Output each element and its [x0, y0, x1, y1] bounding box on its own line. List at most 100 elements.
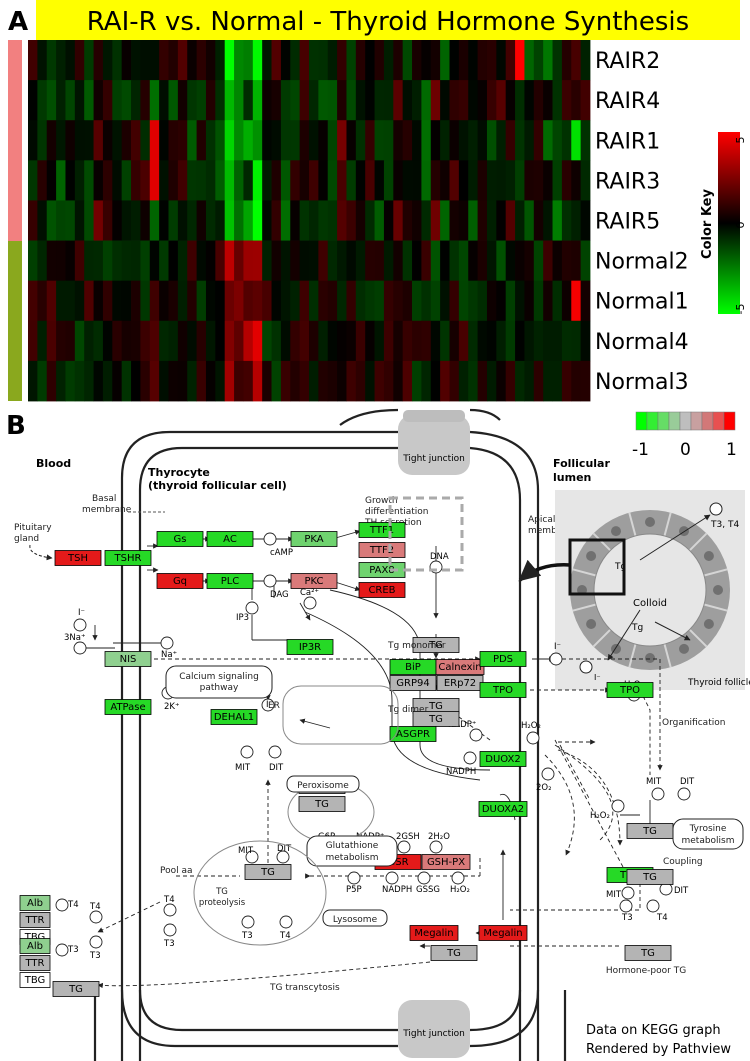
- compound-gsh: [397, 840, 411, 854]
- svg-text:pathway: pathway: [200, 683, 239, 693]
- compound-iodide: [549, 652, 563, 666]
- compound-label: T3: [621, 913, 633, 923]
- compound-label: MIT: [606, 890, 622, 900]
- compound-label: DIT: [680, 777, 695, 787]
- compound-label: T4: [89, 902, 101, 912]
- group-bar-normal: [8, 241, 22, 401]
- gene-plc: PLC: [206, 573, 254, 589]
- compound-mit: [621, 886, 635, 900]
- svg-text:Tg dimer: Tg dimer: [387, 705, 429, 715]
- title-banner: [36, 0, 740, 40]
- svg-text:TTR: TTR: [25, 915, 45, 926]
- svg-text:DUOXA2: DUOXA2: [482, 804, 524, 815]
- svg-text:membrane: membrane: [528, 526, 578, 536]
- heatmap: [28, 40, 591, 402]
- compound-label: 3Na⁺: [64, 633, 85, 643]
- svg-text:TG: TG: [642, 872, 657, 883]
- svg-text:TG: TG: [428, 640, 443, 651]
- svg-text:Gs: Gs: [174, 534, 187, 545]
- svg-text:Tyrosine: Tyrosine: [689, 824, 727, 834]
- svg-text:ASGPR: ASGPR: [396, 729, 430, 740]
- compound-dit: [268, 745, 282, 759]
- svg-text:TG: TG: [260, 867, 275, 878]
- compound-label: T3: [67, 945, 79, 955]
- svg-text:GRP94: GRP94: [396, 678, 429, 689]
- svg-text:TG: TG: [642, 826, 657, 837]
- row-label-rair5: RAIR5: [595, 210, 660, 235]
- gene-calnexin: Calnexin: [435, 659, 485, 675]
- svg-text:IP3R: IP3R: [299, 642, 321, 653]
- compound-label: I⁻: [78, 608, 85, 618]
- svg-text:metabolism: metabolism: [325, 853, 378, 863]
- svg-text:Tight junction: Tight junction: [402, 1029, 465, 1039]
- gene-erp72: ERp72: [436, 675, 484, 691]
- compound-label: IP3: [236, 613, 249, 623]
- svg-text:Pool aa: Pool aa: [160, 866, 193, 876]
- svg-text:TG: TG: [446, 948, 461, 959]
- gene-nis: NIS: [104, 651, 152, 667]
- compound-label: NADPH: [446, 767, 476, 777]
- compound-label: MIT: [238, 846, 254, 856]
- svg-text:gland: gland: [14, 534, 39, 544]
- pathway-ovals: Calcium signaling pathway ER Peroxisome …: [165, 496, 744, 946]
- gene-tg: TG: [52, 981, 100, 997]
- svg-text:TG: TG: [428, 714, 443, 725]
- gene-tg: TG: [244, 864, 292, 880]
- svg-text:PKA: PKA: [304, 534, 323, 545]
- gene-pds: PDS: [479, 651, 527, 667]
- gene-gq: Gq: [156, 573, 204, 589]
- svg-text:TSH: TSH: [67, 553, 88, 564]
- gene-bip: BiP: [389, 659, 437, 675]
- gene-pax8: PAX8: [358, 562, 406, 578]
- svg-text:Tg monomer: Tg monomer: [387, 641, 446, 651]
- tyrosine-box: [672, 818, 744, 850]
- compound-label: P5P: [346, 885, 362, 895]
- compound-h2o2: [451, 871, 465, 885]
- compound-label: cAMP: [270, 548, 293, 558]
- svg-text:TBG: TBG: [24, 975, 46, 986]
- row-label-rair4: RAIR4: [595, 89, 660, 114]
- panel-b-label: B: [6, 411, 26, 441]
- svg-text:Calcium signaling: Calcium signaling: [179, 672, 259, 682]
- gene-ip3r: IP3R: [286, 639, 334, 655]
- gene-ac: AC: [206, 531, 254, 547]
- compound-ip3: [245, 601, 259, 615]
- compound-iodide: [73, 618, 87, 632]
- svg-text:ATPase: ATPase: [110, 702, 145, 713]
- gene-ttr: TTR: [19, 955, 51, 971]
- compound-t3: [241, 915, 255, 929]
- compound-label: NADPH: [382, 885, 412, 895]
- svg-text:GSH-PX: GSH-PX: [427, 857, 465, 868]
- svg-text:Coupling: Coupling: [663, 857, 703, 867]
- compound-dag: [263, 574, 277, 588]
- svg-text:Glutathione: Glutathione: [326, 841, 379, 851]
- svg-text:TSHR: TSHR: [114, 553, 142, 564]
- region-thyrocyte-sub: (thyroid follicular cell): [148, 479, 287, 492]
- svg-text:TPO: TPO: [619, 685, 640, 696]
- svg-text:Alb: Alb: [27, 898, 43, 909]
- gene-tg: TG: [430, 945, 478, 961]
- svg-text:metabolism: metabolism: [681, 836, 734, 846]
- glutathione-box: [306, 835, 398, 867]
- region-blood: Blood: [36, 457, 71, 470]
- color-key-bar: [718, 132, 740, 314]
- pathway-text-labels: Organification Coupling Tg monomer Tg di…: [160, 641, 725, 993]
- svg-text:Tight junction: Tight junction: [402, 454, 465, 464]
- compound-mit: [245, 850, 259, 864]
- compound-label: T4: [163, 895, 175, 905]
- compound-t4: [163, 903, 177, 917]
- svg-text:Lysosome: Lysosome: [333, 915, 378, 925]
- compound-dit: [276, 850, 290, 864]
- gene-tpo: TPO: [479, 682, 527, 698]
- svg-text:I⁻: I⁻: [594, 673, 601, 682]
- compound-label: Na⁺: [161, 650, 177, 660]
- compound-na: [160, 636, 174, 650]
- gene-alb: Alb: [19, 895, 51, 911]
- compound-label: DAG: [270, 590, 289, 600]
- compound-ca: [303, 596, 317, 610]
- svg-text:TG: TG: [428, 701, 443, 712]
- compound-h2o2: [611, 799, 625, 813]
- compound-label: GSSG: [416, 885, 440, 895]
